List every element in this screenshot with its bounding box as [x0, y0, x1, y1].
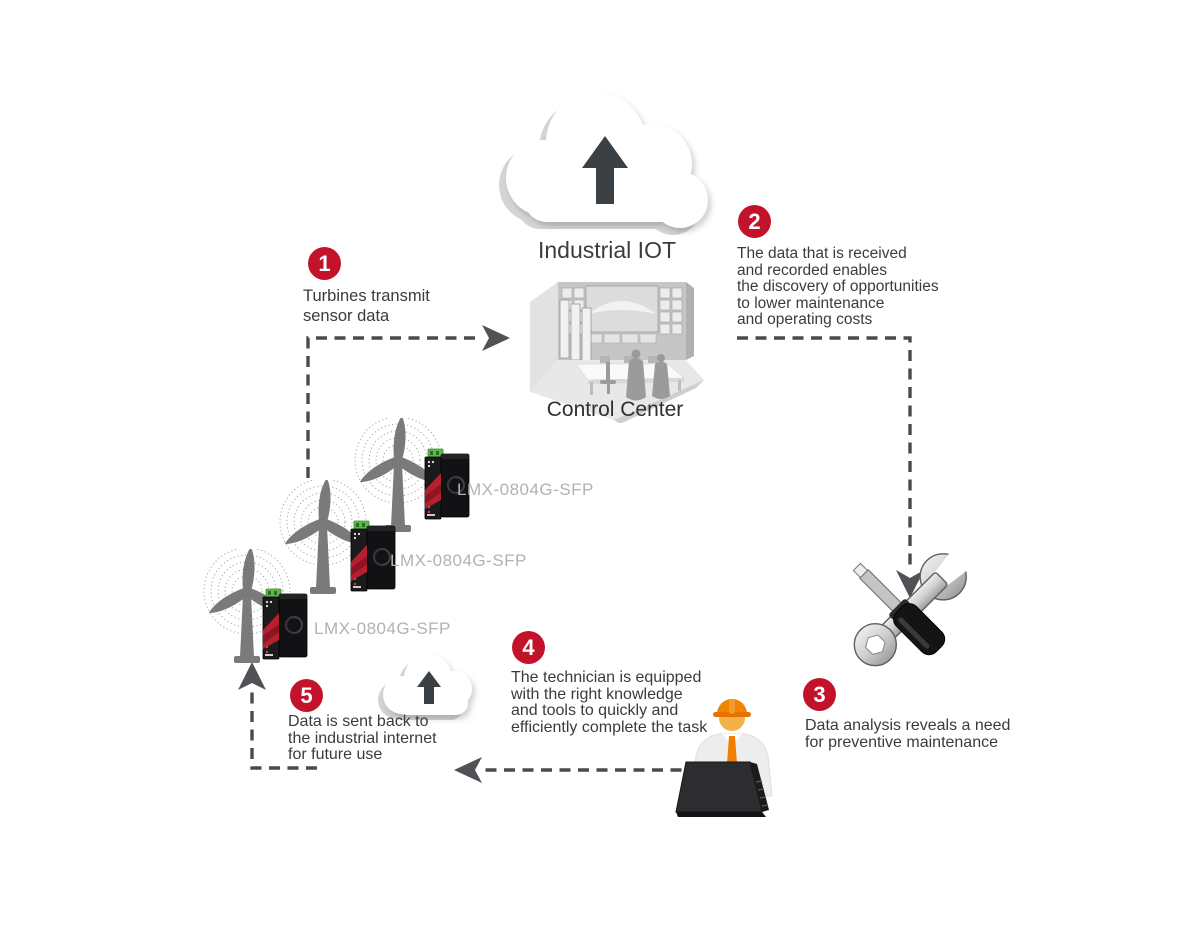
- control-center-label: Control Center: [546, 398, 684, 421]
- step-4-text: The technician is equipped with the righ…: [511, 669, 708, 736]
- step-1-badge: 1: [308, 247, 341, 280]
- flow-arrowhead-left-icon: [454, 757, 482, 783]
- small-cloud-icon: [378, 654, 472, 720]
- step-text-line: to lower maintenance: [737, 294, 885, 312]
- step-text-line: and operating costs: [737, 311, 873, 328]
- industrial-iot-label: Industrial IOT: [537, 237, 677, 263]
- step-4-badge: 4: [512, 631, 545, 664]
- upload-arrow-icon: [582, 136, 628, 204]
- step-text-line: for preventive maintenance: [805, 734, 998, 751]
- step-text-line: with the right knowledge: [511, 685, 683, 703]
- screwdriver-icon: [852, 562, 946, 656]
- step-5-badge: 5: [290, 679, 323, 712]
- step-2-text: The data that is received and recorded e…: [737, 245, 939, 329]
- industrial-iot-cloud-icon: [499, 92, 708, 235]
- server-racks: [559, 299, 592, 363]
- flow-arrowhead-right-icon: [482, 325, 510, 351]
- step-2-badge: 2: [738, 205, 771, 238]
- step-text-line: Data analysis reveals a need: [805, 717, 1011, 734]
- technician-icon: [675, 699, 773, 817]
- device-model-label: LMX-0804G-SFP: [314, 619, 451, 638]
- tools-icon: [852, 549, 971, 667]
- flow-line-2: [737, 336, 912, 570]
- step-text-line: Turbines transmit: [303, 287, 430, 305]
- ethernet-switch-icon: [261, 588, 309, 661]
- step-text-line: The technician is equipped: [511, 669, 702, 686]
- step-3-text: Data analysis reveals a need for prevent…: [805, 717, 1010, 751]
- step-text-line: and tools to quickly and: [511, 702, 679, 719]
- laptop-icon: [675, 761, 763, 813]
- step-text-line: the industrial internet: [288, 729, 437, 747]
- people-silhouettes: [600, 349, 670, 401]
- step-text-line: sensor data: [303, 307, 390, 325]
- step-5-text: Data is sent back to the industrial inte…: [288, 713, 437, 764]
- step-text-line: the discovery of opportunities: [737, 278, 939, 295]
- step-text-line: The data that is received: [737, 245, 907, 262]
- device-model-label: LMX-0804G-SFP: [390, 551, 527, 570]
- step-text-line: efficiently complete the task: [511, 718, 708, 736]
- step-text-line: Data is sent back to: [288, 713, 429, 730]
- step-1-text: Turbines transmit sensor data: [303, 286, 430, 326]
- wrench-icon: [853, 549, 971, 667]
- device-model-label: LMX-0804G-SFP: [457, 480, 594, 499]
- step-text-line: for future use: [288, 746, 383, 763]
- step-3-badge: 3: [803, 678, 836, 711]
- upload-arrow-icon: [417, 671, 441, 704]
- step-text-line: and recorded enables: [737, 261, 887, 279]
- control-center-illustration: [530, 282, 704, 423]
